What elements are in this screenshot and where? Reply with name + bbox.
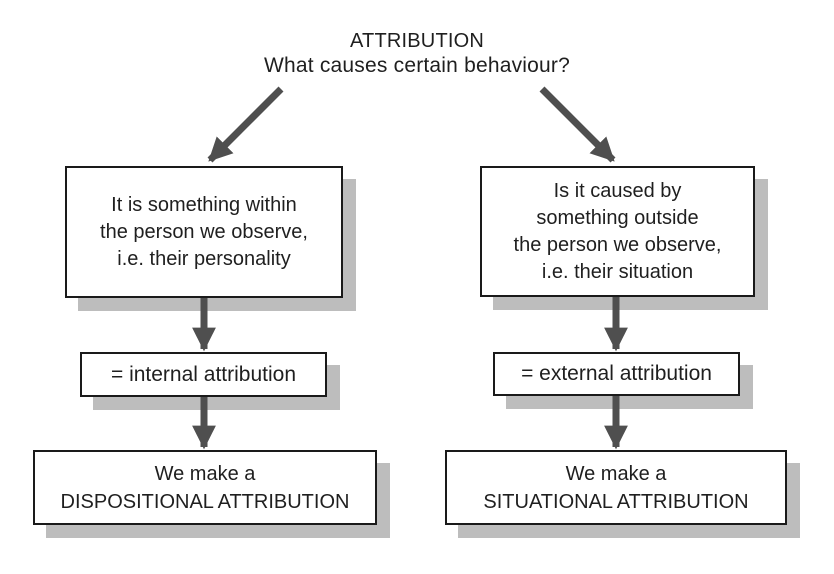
internal-attribution-box: = internal attribution [80,352,327,397]
left-question-box: It is something within the person we obs… [65,166,343,298]
situational-conclusion-box: We make a SITUATIONAL ATTRIBUTION [445,450,787,525]
dispositional-conclusion-box: We make a DISPOSITIONAL ATTRIBUTION [33,450,377,525]
diagram-subtitle: What causes certain behaviour? [264,54,570,77]
left-branch-arrow [207,86,284,163]
external-attribution-box: = external attribution [493,352,740,396]
diagram-title: ATTRIBUTION [349,30,485,52]
right-question-box: Is it caused by something outside the pe… [480,166,755,297]
right-branch-arrow [539,86,616,163]
